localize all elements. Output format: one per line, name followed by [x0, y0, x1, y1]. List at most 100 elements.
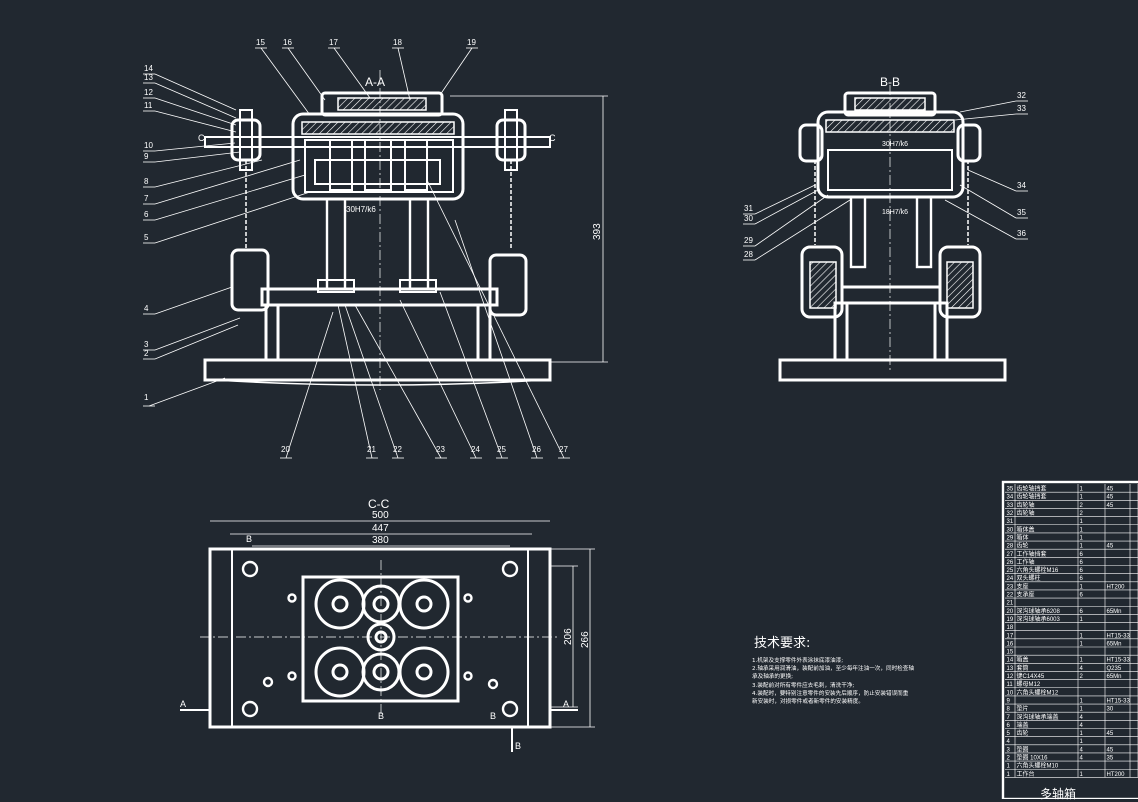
bom-cell: 4 — [1007, 739, 1011, 745]
bom-cell: 齿轮 — [1017, 542, 1029, 550]
part-number-label: 5 — [144, 233, 149, 242]
bom-cell: 1 — [1080, 527, 1084, 533]
part-number-label: 18 — [393, 38, 402, 47]
bom-cell: 4 — [1080, 723, 1084, 729]
callout-leader — [754, 194, 829, 247]
bom-cell: 1 — [1080, 584, 1084, 590]
part-number-label: 35 — [1017, 208, 1026, 217]
section-view-cc: C-C 500 447 380 — [180, 497, 595, 752]
bom-cell: 垫圈 — [1017, 745, 1029, 753]
callout-leader — [260, 47, 311, 116]
callout-leader — [154, 159, 301, 205]
view-bb-title: B-B — [880, 75, 900, 89]
callout-leader — [454, 219, 538, 459]
callout-leader — [754, 184, 816, 215]
bom-cell: 螺母M12 — [1017, 680, 1041, 688]
callout-leader — [148, 377, 226, 407]
bom-cell: 13 — [1007, 666, 1014, 672]
bom-cell: 垫圈 10X16 — [1017, 754, 1049, 762]
part-number-label: 27 — [559, 445, 568, 454]
bom-cell: 14 — [1007, 658, 1014, 664]
bom-cell: 24 — [1007, 576, 1014, 582]
worktable — [203, 358, 552, 382]
bom-cell: 65Mn — [1107, 609, 1122, 615]
part-number-label: 22 — [393, 445, 402, 454]
bom-cell: HT15-33 — [1107, 658, 1131, 664]
callout-leader — [154, 97, 237, 126]
bom-cell: 4 — [1080, 747, 1084, 753]
bom-cell: 深沟球轴承6003 — [1017, 615, 1061, 623]
tech-req-line: 1.机架及支撑零件外表涂抹底漆油漆; — [752, 658, 844, 664]
bom-cell: HT200 — [1107, 772, 1126, 778]
left-bearing-housing — [230, 118, 262, 162]
callout-leader — [154, 174, 306, 221]
bom-cell: 1 — [1080, 641, 1084, 647]
callout-leader — [154, 317, 241, 351]
left-cylinder — [230, 248, 270, 312]
right-bearing-housing — [495, 118, 527, 162]
bom-cell: 26 — [1007, 560, 1014, 566]
part-number-label: 17 — [329, 38, 338, 47]
part-number-label: 4 — [144, 304, 149, 313]
bom-cell: 18 — [1007, 625, 1014, 631]
callout-leader — [354, 304, 442, 459]
bom-cell: 45 — [1107, 503, 1114, 509]
tech-req-title: 技术要求: — [754, 636, 811, 651]
part-number-label: 7 — [144, 194, 149, 203]
section-mark-a-left: A — [180, 699, 186, 709]
bom-cell: 65Mn — [1107, 641, 1122, 647]
drawing-title: 多轴箱 — [1040, 787, 1077, 801]
part-number-label: 19 — [467, 38, 476, 47]
gearbox-housing — [291, 112, 465, 201]
callout-leader — [154, 142, 236, 152]
callout-leader — [439, 291, 503, 459]
tech-req-line: 承及轴承的更换; — [752, 674, 794, 681]
part-number-label: 10 — [144, 141, 153, 150]
bom-cell: 11 — [1007, 682, 1014, 688]
view-aa-title: A-A — [365, 75, 385, 89]
bom-cell: HT15-33 — [1107, 698, 1131, 704]
part-number-label: 11 — [144, 101, 153, 110]
part-number-label: 15 — [256, 38, 265, 47]
bom-cell: 65Mn — [1107, 674, 1122, 680]
technical-requirements: 技术要求: 1.机架及支撑零件外表涂抹底漆油漆; 2.轴承采用润滑油，装配前加油… — [752, 632, 977, 706]
view-cc-title: C-C — [368, 497, 390, 511]
gearbox-footprint — [301, 575, 460, 703]
bom-cell: 6 — [1080, 609, 1084, 615]
bom-cell: 3 — [1007, 747, 1011, 753]
bom-cell: 1 — [1080, 487, 1084, 493]
part-number-label: 30 — [744, 214, 753, 223]
crossbeam — [260, 287, 499, 307]
bom-cell: 45 — [1107, 544, 1114, 550]
bom-cell: 35 — [1107, 756, 1114, 762]
bom-cell: 1 — [1080, 633, 1084, 639]
section-mark-b-top: B — [246, 534, 252, 544]
bom-cell: 1 — [1080, 731, 1084, 737]
bom-cell: 45 — [1107, 487, 1114, 493]
bom-cell: 32 — [1007, 511, 1014, 517]
callout-leader — [754, 189, 819, 225]
bom-cell: 工作台 — [1017, 770, 1035, 778]
right-cylinder — [488, 253, 528, 317]
dimension-266: 266 — [580, 631, 591, 648]
section-mark-b-bottom: B — [515, 741, 521, 751]
bom-cell: 6 — [1080, 576, 1084, 582]
bom-cell: 45 — [1107, 747, 1114, 753]
dimension-447: 447 — [372, 523, 389, 534]
bom-cell: 16 — [1007, 641, 1014, 647]
part-number-label: 2 — [144, 349, 149, 358]
bom-cell: 支承座 — [1017, 591, 1035, 599]
bom-cell: 套筒 — [1017, 664, 1029, 672]
callout-leader — [154, 151, 241, 163]
bom-cell: 20 — [1007, 609, 1014, 615]
bom-cell: 33 — [1007, 503, 1014, 509]
bom-cell: 1 — [1007, 772, 1011, 778]
bom-cell: 4 — [1080, 715, 1084, 721]
part-number-label: 24 — [471, 445, 480, 454]
part-number-label: 26 — [532, 445, 541, 454]
bom-cell: 31 — [1007, 519, 1014, 525]
part-number-label: 12 — [144, 88, 153, 97]
section-mark-a-right: A — [563, 699, 569, 709]
